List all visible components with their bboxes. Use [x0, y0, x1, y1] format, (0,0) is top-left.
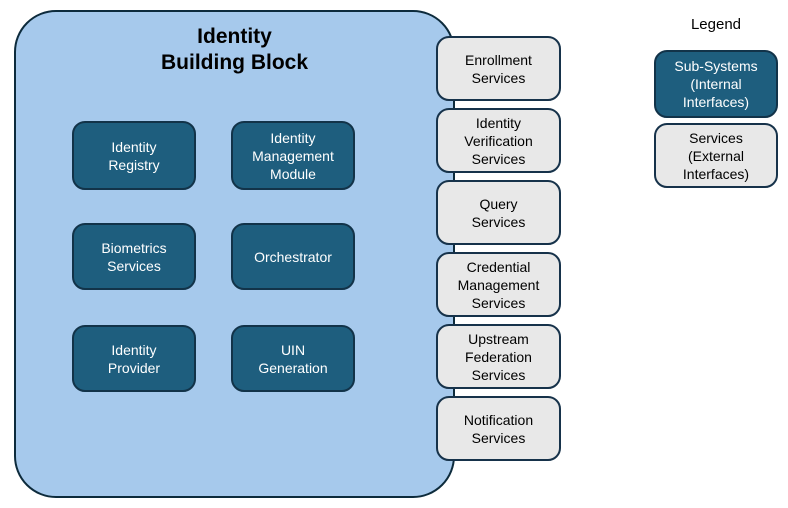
legend-subsystems-label: Sub-Systems (Internal Interfaces)	[674, 58, 758, 110]
service-label: Identity Verification Services	[464, 114, 533, 167]
service-credential-management-services: Credential Management Services	[436, 252, 561, 317]
subsystem-uin-generation: UIN Generation	[231, 325, 355, 392]
subsystem-label: Identity Provider	[107, 341, 161, 376]
subsystem-label: Identity Registry	[108, 138, 160, 173]
service-notification-services: Notification Services	[436, 396, 561, 461]
service-enrollment-services: Enrollment Services	[436, 36, 561, 101]
legend-services-label: Services (External Interfaces)	[682, 129, 750, 182]
service-label: Query Services	[471, 195, 526, 230]
subsystem-label: Orchestrator	[254, 248, 332, 265]
legend-item-services: Services (External Interfaces)	[654, 123, 778, 188]
subsystem-label: UIN Generation	[258, 341, 328, 376]
service-label: Credential Management Services	[457, 258, 540, 311]
subsystem-orchestrator: Orchestrator	[231, 223, 355, 290]
identity-building-block-title: Identity Building Block	[161, 25, 308, 74]
subsystem-label: Identity Management Module	[252, 129, 334, 182]
service-query-services: Query Services	[436, 180, 561, 245]
service-label: Enrollment Services	[465, 51, 532, 86]
legend-item-subsystems: Sub-Systems (Internal Interfaces)	[654, 50, 778, 118]
service-identity-verification-services: Identity Verification Services	[436, 108, 561, 173]
subsystem-label: Biometrics Services	[101, 239, 167, 274]
service-upstream-federation-services: Upstream Federation Services	[436, 324, 561, 389]
subsystem-biometrics-services: Biometrics Services	[72, 223, 196, 290]
subsystem-identity-management-module: Identity Management Module	[231, 121, 355, 190]
subsystem-identity-registry: Identity Registry	[72, 121, 196, 190]
subsystem-identity-provider: Identity Provider	[72, 325, 196, 392]
legend-title: Legend	[690, 16, 742, 33]
service-label: Upstream Federation Services	[465, 330, 532, 383]
service-label: Notification Services	[463, 411, 534, 446]
